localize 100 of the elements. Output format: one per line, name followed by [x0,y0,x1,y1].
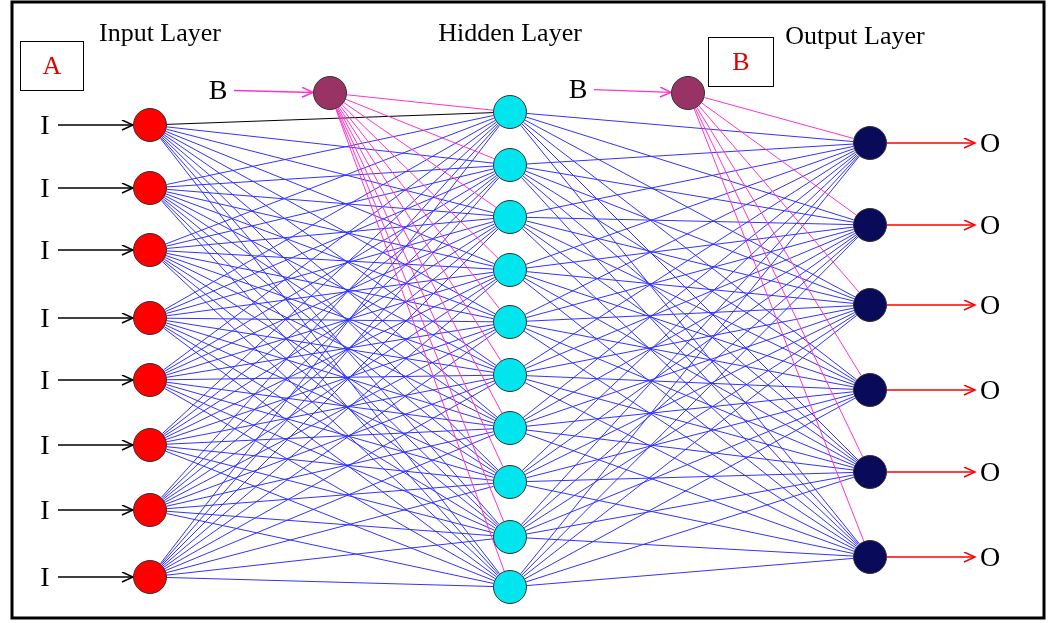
connection-line [525,393,855,479]
arrow [57,312,134,324]
connection-line [166,538,494,576]
output-label: O [977,209,1003,241]
hidden-neuron-circle [493,305,527,339]
layer-title: Output Layer [785,23,925,49]
connection-line [166,115,494,185]
connection-line [525,378,855,469]
connection-line [166,377,494,443]
connection-line [524,382,856,550]
output-label: O [977,456,1003,488]
connection-line [166,165,494,188]
output-neuron-circle [853,288,887,322]
arrow [886,384,976,396]
connection-line [166,374,494,381]
connection-line [526,271,854,304]
connection-line [166,191,494,267]
hidden-neuron-circle [493,200,527,234]
connection-line [524,150,856,315]
connection-line [524,312,856,475]
connection-line [526,143,854,165]
connection-line [525,395,855,532]
connection-line [166,250,494,270]
connection-line [165,221,495,314]
connection-line [696,107,862,376]
hidden-neuron-circle [493,95,527,129]
arrow [57,571,134,583]
connection-line [162,260,498,527]
connection-line [166,482,494,510]
connection-line [165,274,495,376]
input-neuron-circle [133,493,167,527]
hidden-neuron-circle [493,253,527,287]
connection-line [165,322,495,424]
connection-line [165,130,495,265]
layer-title: Hidden Layer [438,20,582,46]
connection-line [166,381,494,427]
arrow [57,504,134,516]
connection-line [166,126,494,164]
connection-line [526,307,854,373]
hidden-neuron-circle [493,358,527,392]
connection-line [526,220,854,302]
arrow [57,244,134,256]
connection-line [526,391,854,427]
arrow [886,219,976,231]
connection-line [166,188,494,217]
arrow [57,374,134,386]
connection-line [162,227,498,500]
connection-line [522,121,858,381]
connection-line [163,196,497,420]
connection-line [526,216,854,226]
bias-neuron-circle [671,76,705,110]
connection-line [522,280,858,547]
connection-line [166,218,494,249]
input-neuron-circle [133,428,167,462]
input-neuron-circle [133,560,167,594]
bias-label: B [204,74,232,106]
connection-line [526,324,854,388]
connection-line [166,513,494,584]
hidden-neuron-circle [493,411,527,445]
connection-line [341,104,499,259]
input-neuron-circle [133,171,167,205]
input-label: I [34,494,56,526]
connection-line [522,315,858,577]
connection-line [165,117,495,245]
input-neuron-circle [133,108,167,142]
arrow [886,466,976,478]
output-neuron-circle [853,208,887,242]
connection-line [163,258,497,474]
connection-line [526,305,854,322]
connection-line [165,193,495,317]
connection-line [166,576,494,588]
connection-line [165,327,495,440]
connection-line [525,476,855,583]
connection-line [693,108,865,542]
connection-line [166,317,494,323]
connection-line [522,153,858,418]
connection-line [524,119,856,298]
arrow [57,182,134,194]
connection-line [524,397,856,580]
connection-line [526,537,854,557]
connection-line [523,151,857,367]
letter-label-box: A [20,41,84,91]
connection-line [166,252,494,320]
connection-line [166,428,494,445]
connection-line [340,105,500,310]
connection-line [343,102,497,208]
connection-line [345,98,495,160]
connection-line [166,431,494,507]
connection-line [162,198,498,472]
connection-line [694,107,864,458]
connection-line [166,112,494,125]
input-neuron-circle [133,363,167,397]
hidden-neuron-circle [493,520,527,554]
connection-line [165,171,495,312]
input-label: I [34,109,56,141]
bias-neuron-circle [313,76,347,110]
connection-line [164,324,496,476]
connection-line [525,274,855,386]
connection-line [703,97,855,139]
arrow [57,119,134,131]
